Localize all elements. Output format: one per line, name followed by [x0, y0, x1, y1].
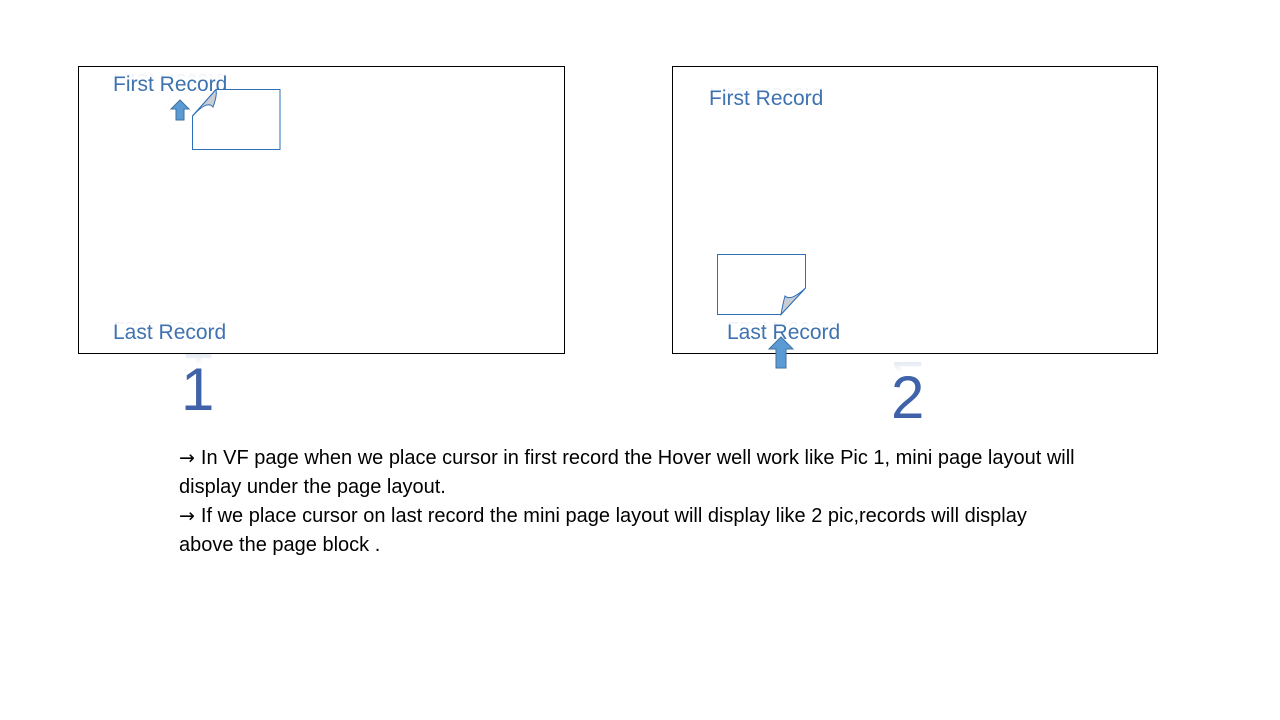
up-arrow-icon [169, 99, 191, 121]
last-record-label: Last Record Last Record [727, 317, 841, 344]
up-arrow-icon [767, 336, 795, 369]
explanation-line-2-text: If we place cursor on last record the mi… [179, 505, 1027, 556]
explanation-line-1: →In VF page when we place cursor in firs… [179, 444, 1079, 502]
first-record-label: First Record First Record [709, 83, 824, 110]
diagram-panel-1: First Record First Record Last Record La… [78, 66, 565, 354]
page-curl-icon [717, 254, 806, 317]
figure-number-2: 2 2 [891, 349, 925, 431]
right-arrow-icon: → [179, 505, 195, 527]
page-curl-icon [192, 88, 281, 150]
explanation-line-1-text: In VF page when we place cursor in first… [179, 447, 1075, 498]
figure-number-1: 1 1 [181, 341, 215, 423]
last-record-label: Last Record Last Record [113, 317, 227, 344]
explanation-line-2: →If we place cursor on last record the m… [179, 502, 1079, 560]
first-record-label: First Record First Record [113, 69, 228, 96]
explanation-text: →In VF page when we place cursor in firs… [179, 444, 1079, 560]
right-arrow-icon: → [179, 447, 195, 469]
